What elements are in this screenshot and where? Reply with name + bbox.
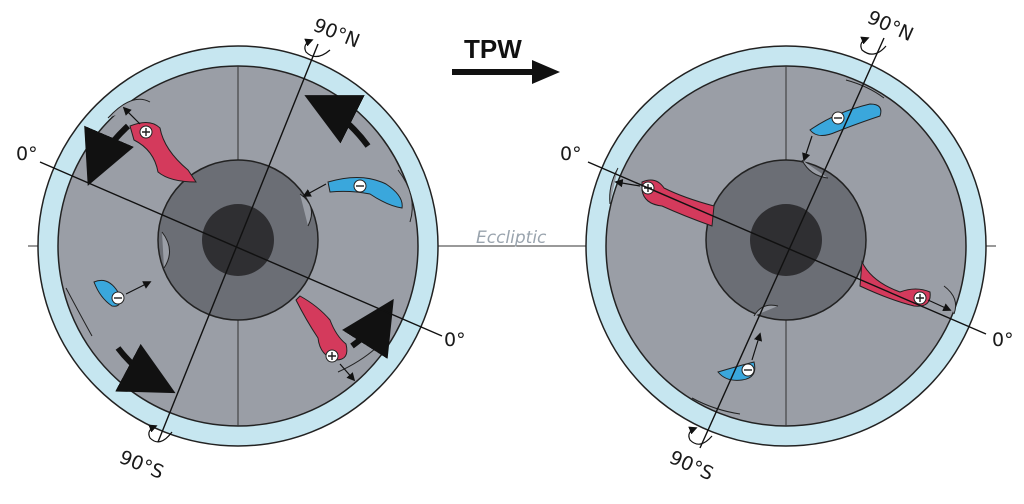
rotation-arrow-icon	[688, 426, 713, 445]
rotation-arrow-icon	[860, 36, 887, 55]
north-pole-label: 90°N	[310, 14, 363, 52]
tpw-transition: TPW	[452, 34, 560, 84]
equator-line	[39, 161, 443, 337]
upwelling-plume	[641, 179, 715, 227]
plus-circle-icon	[913, 291, 927, 305]
planet-after: 90°N 90°S 0° 0°	[560, 6, 1014, 485]
minus-circle-icon	[353, 179, 367, 193]
equator-label-left: 0°	[16, 143, 38, 165]
rotation-axis	[699, 37, 885, 449]
rotation-arrow-icon	[304, 95, 371, 148]
rotation-arrow-icon	[304, 38, 331, 58]
equator-label-right: 0°	[992, 329, 1014, 351]
subducting-slab	[809, 103, 882, 136]
upwelling-plume	[859, 260, 931, 307]
minus-circle-icon	[111, 291, 125, 305]
rotation-axis	[157, 43, 319, 443]
ecliptic-label: Eccliptic	[476, 228, 547, 248]
inner-core	[202, 204, 274, 276]
equator-line	[587, 161, 987, 335]
equator-label-left: 0°	[560, 143, 582, 165]
inner-core	[750, 204, 822, 276]
rotation-arrow-icon	[148, 424, 173, 443]
plus-circle-icon	[325, 349, 339, 363]
subducting-slab	[327, 177, 403, 209]
planet-before: 90°N 90°S 0° 0°	[16, 14, 466, 484]
tpw-arrow-head	[532, 60, 560, 84]
south-pole-label: 90°S	[666, 446, 717, 485]
rotation-arrow-icon	[84, 123, 134, 186]
south-pole-label: 90°S	[116, 446, 167, 484]
equator-label-right: 0°	[444, 329, 466, 351]
rotation-arrow-icon	[115, 343, 176, 394]
tpw-label: TPW	[464, 34, 522, 64]
minus-circle-icon	[741, 363, 755, 377]
plus-circle-icon	[139, 125, 153, 139]
minus-circle-icon	[831, 111, 845, 125]
north-pole-label: 90°N	[864, 6, 917, 46]
